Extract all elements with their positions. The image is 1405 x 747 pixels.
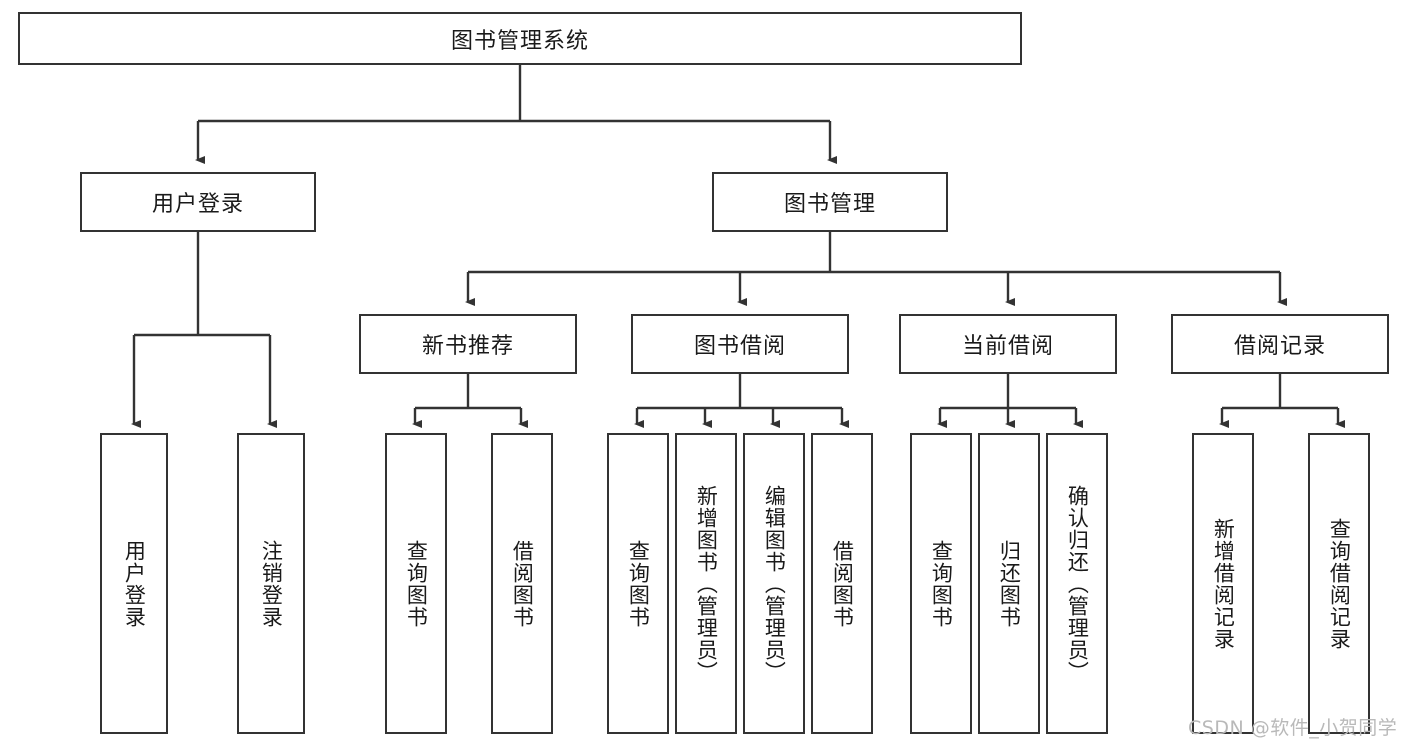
node-label: 用户登录 xyxy=(151,192,244,217)
node-leaf-borrow-book-recommend[interactable]: 借阅图书 xyxy=(491,433,553,734)
watermark-text: CSDN @软件_小贺同学 xyxy=(1188,717,1398,739)
node-label: 当前借阅 xyxy=(961,334,1054,359)
node-leaf-add-book[interactable]: 新增图书（管理员） xyxy=(675,433,737,734)
node-current-borrow[interactable]: 当前借阅 xyxy=(899,314,1117,374)
node-leaf-query-book-borrow[interactable]: 查询图书 xyxy=(607,433,669,734)
node-label: 新增借阅记录 xyxy=(1211,517,1236,650)
node-label: 借阅图书 xyxy=(830,539,855,628)
node-label: 编辑图书（管理员） xyxy=(762,484,787,683)
node-label: 图书管理 xyxy=(783,192,876,217)
node-leaf-query-book-recommend[interactable]: 查询图书 xyxy=(385,433,447,734)
node-label: 用户登录 xyxy=(122,539,147,628)
node-leaf-edit-book[interactable]: 编辑图书（管理员） xyxy=(743,433,805,734)
node-label: 借阅图书 xyxy=(510,539,535,628)
node-book-management[interactable]: 图书管理 xyxy=(712,172,948,232)
node-root-book-management-system[interactable]: 图书管理系统 xyxy=(18,12,1022,65)
node-label: 图书管理系统 xyxy=(450,28,589,54)
node-leaf-return-book[interactable]: 归还图书 xyxy=(978,433,1040,734)
node-book-borrow[interactable]: 图书借阅 xyxy=(631,314,849,374)
node-label: 确认归还（管理员） xyxy=(1065,484,1090,683)
node-label: 图书借阅 xyxy=(693,334,786,359)
node-leaf-confirm-return[interactable]: 确认归还（管理员） xyxy=(1046,433,1108,734)
node-leaf-user-login[interactable]: 用户登录 xyxy=(100,433,168,734)
node-label: 新书推荐 xyxy=(421,334,514,359)
node-user-login[interactable]: 用户登录 xyxy=(80,172,316,232)
node-label: 查询图书 xyxy=(929,539,954,628)
node-new-book-recommend[interactable]: 新书推荐 xyxy=(359,314,577,374)
node-leaf-borrow-book[interactable]: 借阅图书 xyxy=(811,433,873,734)
node-borrow-record[interactable]: 借阅记录 xyxy=(1171,314,1389,374)
node-label: 查询图书 xyxy=(626,539,651,628)
node-label: 查询图书 xyxy=(404,539,429,628)
node-leaf-query-book-current[interactable]: 查询图书 xyxy=(910,433,972,734)
node-label: 注销登录 xyxy=(259,539,284,628)
node-leaf-query-borrow-record[interactable]: 查询借阅记录 xyxy=(1308,433,1370,734)
node-leaf-add-borrow-record[interactable]: 新增借阅记录 xyxy=(1192,433,1254,734)
node-label: 归还图书 xyxy=(997,539,1022,628)
node-leaf-user-logout[interactable]: 注销登录 xyxy=(237,433,305,734)
node-label: 新增图书（管理员） xyxy=(694,484,719,683)
node-label: 借阅记录 xyxy=(1233,334,1326,359)
node-label: 查询借阅记录 xyxy=(1327,517,1352,650)
